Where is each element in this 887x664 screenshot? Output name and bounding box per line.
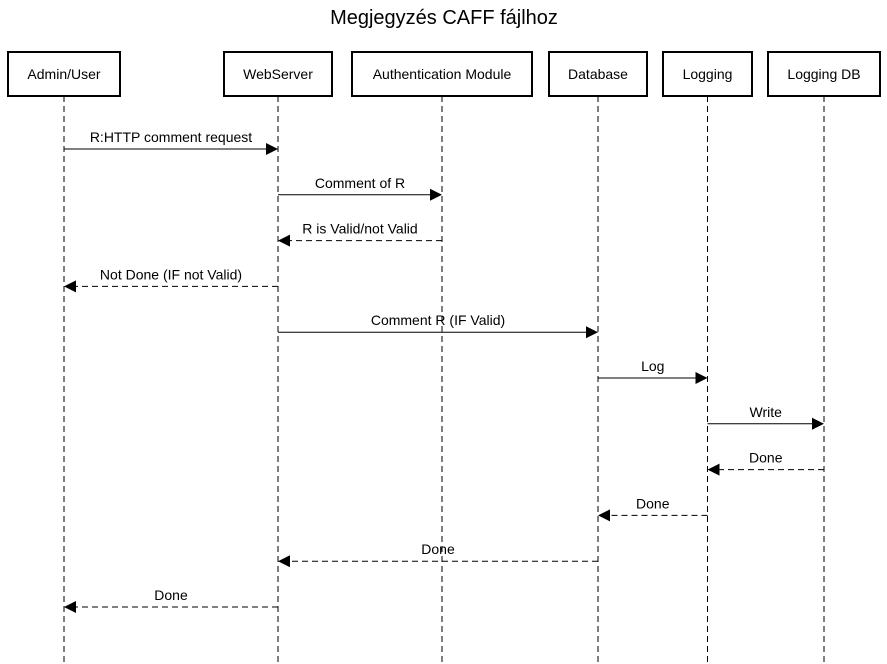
message-8: Done <box>707 450 824 476</box>
message-label: R is Valid/not Valid <box>302 221 417 237</box>
message-label: Not Done (IF not Valid) <box>100 266 242 282</box>
actor-admin: Admin/User <box>7 51 121 97</box>
actor-auth: Authentication Module <box>351 51 533 97</box>
message-1: R:HTTP comment request <box>64 129 278 155</box>
actor-label: Admin/User <box>27 66 100 82</box>
message-6: Log <box>598 358 708 384</box>
actor-web: WebServer <box>223 51 333 97</box>
arrowhead-icon <box>707 463 720 476</box>
message-2: Comment of R <box>278 175 442 201</box>
message-label: R:HTTP comment request <box>90 129 252 145</box>
message-label: Log <box>641 358 664 374</box>
actor-box <box>223 51 333 97</box>
message-5: Comment R (IF Valid) <box>278 312 598 339</box>
message-4: Not Done (IF not Valid) <box>64 266 278 293</box>
actor-label: Authentication Module <box>373 66 512 82</box>
arrowhead-icon <box>430 188 442 201</box>
actor-label: WebServer <box>243 66 313 82</box>
arrowhead-icon <box>598 509 610 522</box>
arrowhead-icon <box>64 280 76 293</box>
diagram-title: Megjegyzés CAFF fájlhoz <box>330 7 558 29</box>
message-3: R is Valid/not Valid <box>278 221 442 247</box>
arrowhead-icon <box>278 234 290 247</box>
arrowhead-icon <box>695 372 708 384</box>
message-label: Done <box>749 450 783 466</box>
message-11: Done <box>64 587 278 613</box>
message-label: Done <box>636 495 670 511</box>
arrowhead-icon <box>812 417 824 430</box>
message-label: Comment R (IF Valid) <box>371 312 505 328</box>
actor-label: Database <box>568 66 628 82</box>
message-9: Done <box>598 495 708 522</box>
actor-logdb: Logging DB <box>767 51 881 97</box>
message-label: Comment of R <box>315 175 405 191</box>
actor-label: Logging DB <box>787 66 860 82</box>
actor-box <box>662 51 753 97</box>
actor-db: Database <box>548 51 648 97</box>
arrowhead-icon <box>278 555 290 568</box>
actor-box <box>767 51 881 97</box>
message-label: Done <box>421 541 455 557</box>
arrowhead-icon <box>586 326 598 339</box>
arrowhead-icon <box>266 143 278 155</box>
arrowhead-icon <box>64 601 76 613</box>
actor-log: Logging <box>662 51 753 97</box>
message-7: Write <box>707 404 824 430</box>
message-10: Done <box>278 541 598 568</box>
message-label: Done <box>154 587 188 603</box>
message-label: Write <box>750 404 783 420</box>
actor-box <box>548 51 648 97</box>
actor-box <box>7 51 121 97</box>
actor-box <box>351 51 533 97</box>
actor-label: Logging <box>683 66 733 82</box>
